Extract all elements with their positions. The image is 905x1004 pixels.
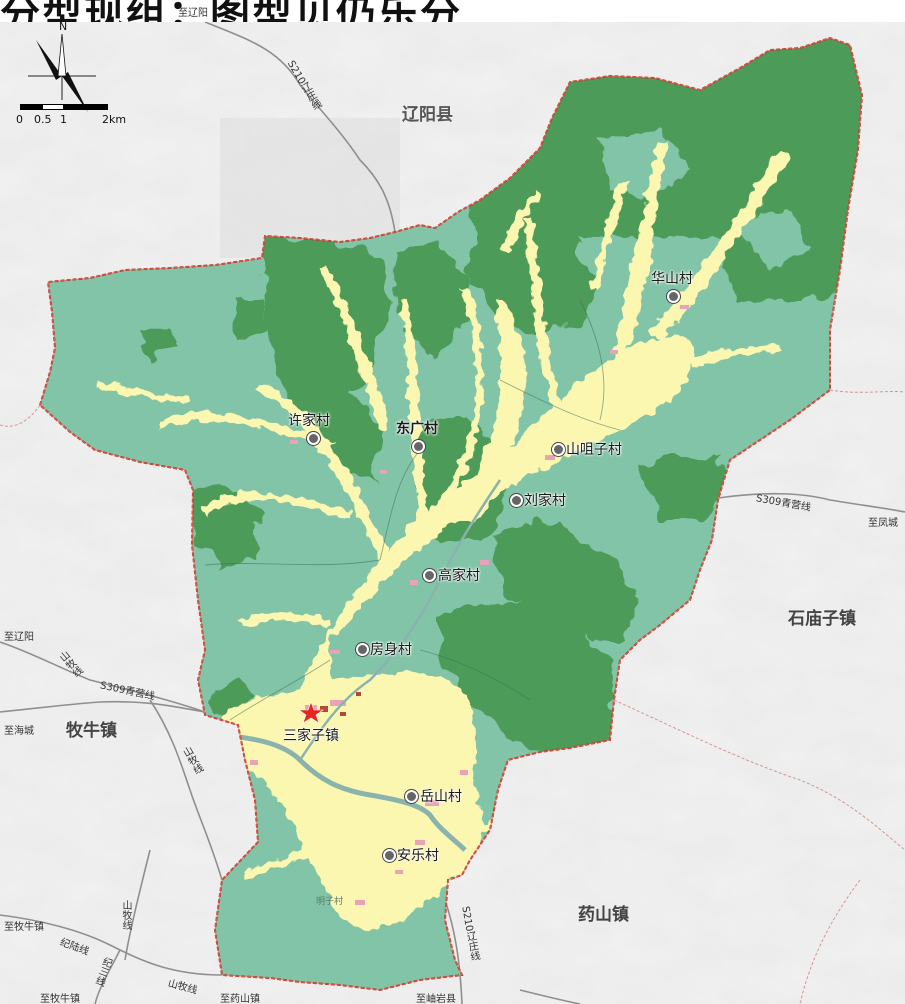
- county-label-liaoyang: 辽阳县: [402, 105, 453, 125]
- road-label-shanmu-3: 山牧线: [120, 900, 131, 930]
- terrain-patch: [220, 118, 400, 258]
- village-label-xujia: 许家村: [288, 413, 330, 429]
- village-marker-anle: [383, 849, 396, 862]
- village-label-shanzuizi: 山咀子村: [566, 442, 622, 458]
- dest-label-muniu-1: 至牧牛镇: [4, 922, 44, 933]
- scale-seg-2: [42, 104, 64, 110]
- scale-tick-1: 0.5: [34, 113, 52, 126]
- village-label-dongguang: 东广村: [396, 421, 438, 437]
- scale-tick-2: 1: [60, 113, 67, 126]
- river-main: [199, 732, 467, 852]
- outside-roads: [0, 21, 905, 1004]
- dest-label-haicheng: 至海城: [4, 726, 34, 737]
- farmland-area: [98, 140, 790, 931]
- river-branch: [298, 479, 502, 761]
- village-marker-dongguang: [412, 440, 425, 453]
- scale-bar: [20, 104, 108, 110]
- village-marker-liujia: [510, 494, 523, 507]
- village-marker-xujia: [307, 432, 320, 445]
- village-label-liujia: 刘家村: [524, 493, 566, 509]
- village-marker-fangshen: [356, 643, 369, 656]
- village-marker-huashan: [667, 290, 680, 303]
- dest-label-xiuyan: 至岫岩县: [416, 994, 456, 1004]
- town-label-muniu: 牧牛镇: [66, 721, 117, 741]
- outside-boundaries: [0, 389, 905, 1004]
- village-label-sanjiazi: 三家子镇: [283, 728, 339, 744]
- village-label-yueshan: 岳山村: [420, 789, 462, 805]
- settlement-patches: [250, 305, 689, 905]
- village-label-huashan: 华山村: [651, 271, 693, 287]
- urban-core: [320, 692, 361, 716]
- village-marker-shanzuizi: [552, 443, 565, 456]
- village-label-fangshen: 房身村: [370, 642, 412, 658]
- dest-label-liaoyang-west: 至辽阳: [4, 632, 34, 643]
- village-label-anle: 安乐村: [397, 848, 439, 864]
- town-label-shimiaozi: 石庙子镇: [788, 609, 856, 629]
- dest-label-fengcheng: 至凤城: [868, 518, 898, 529]
- scale-seg-1: [20, 104, 42, 110]
- title-text: 分型现组；图型贝仍乐分: [0, 0, 462, 22]
- scale-seg-3: [64, 104, 108, 110]
- dest-label-liaoyang-top: 至辽阳: [178, 8, 208, 19]
- village-marker-gaojia: [423, 569, 436, 582]
- scale-tick-3: 2km: [102, 113, 127, 126]
- minor-label-mingzi: 明子村: [316, 897, 344, 907]
- village-label-gaojia: 高家村: [438, 568, 480, 584]
- town-star-icon: [298, 701, 324, 724]
- village-marker-yueshan: [405, 790, 418, 803]
- north-arrow: [28, 33, 96, 112]
- dest-label-muniu-2: 至牧牛镇: [40, 994, 80, 1004]
- scale-tick-0: 0: [16, 113, 23, 126]
- north-label: N: [59, 20, 68, 33]
- town-label-yaoshan: 药山镇: [578, 905, 629, 925]
- dest-label-yaoshan: 至药山镇: [220, 994, 260, 1004]
- sub-boundaries: [204, 299, 621, 721]
- title-fragment: 分型现组；图型贝仍乐分: [0, 0, 905, 22]
